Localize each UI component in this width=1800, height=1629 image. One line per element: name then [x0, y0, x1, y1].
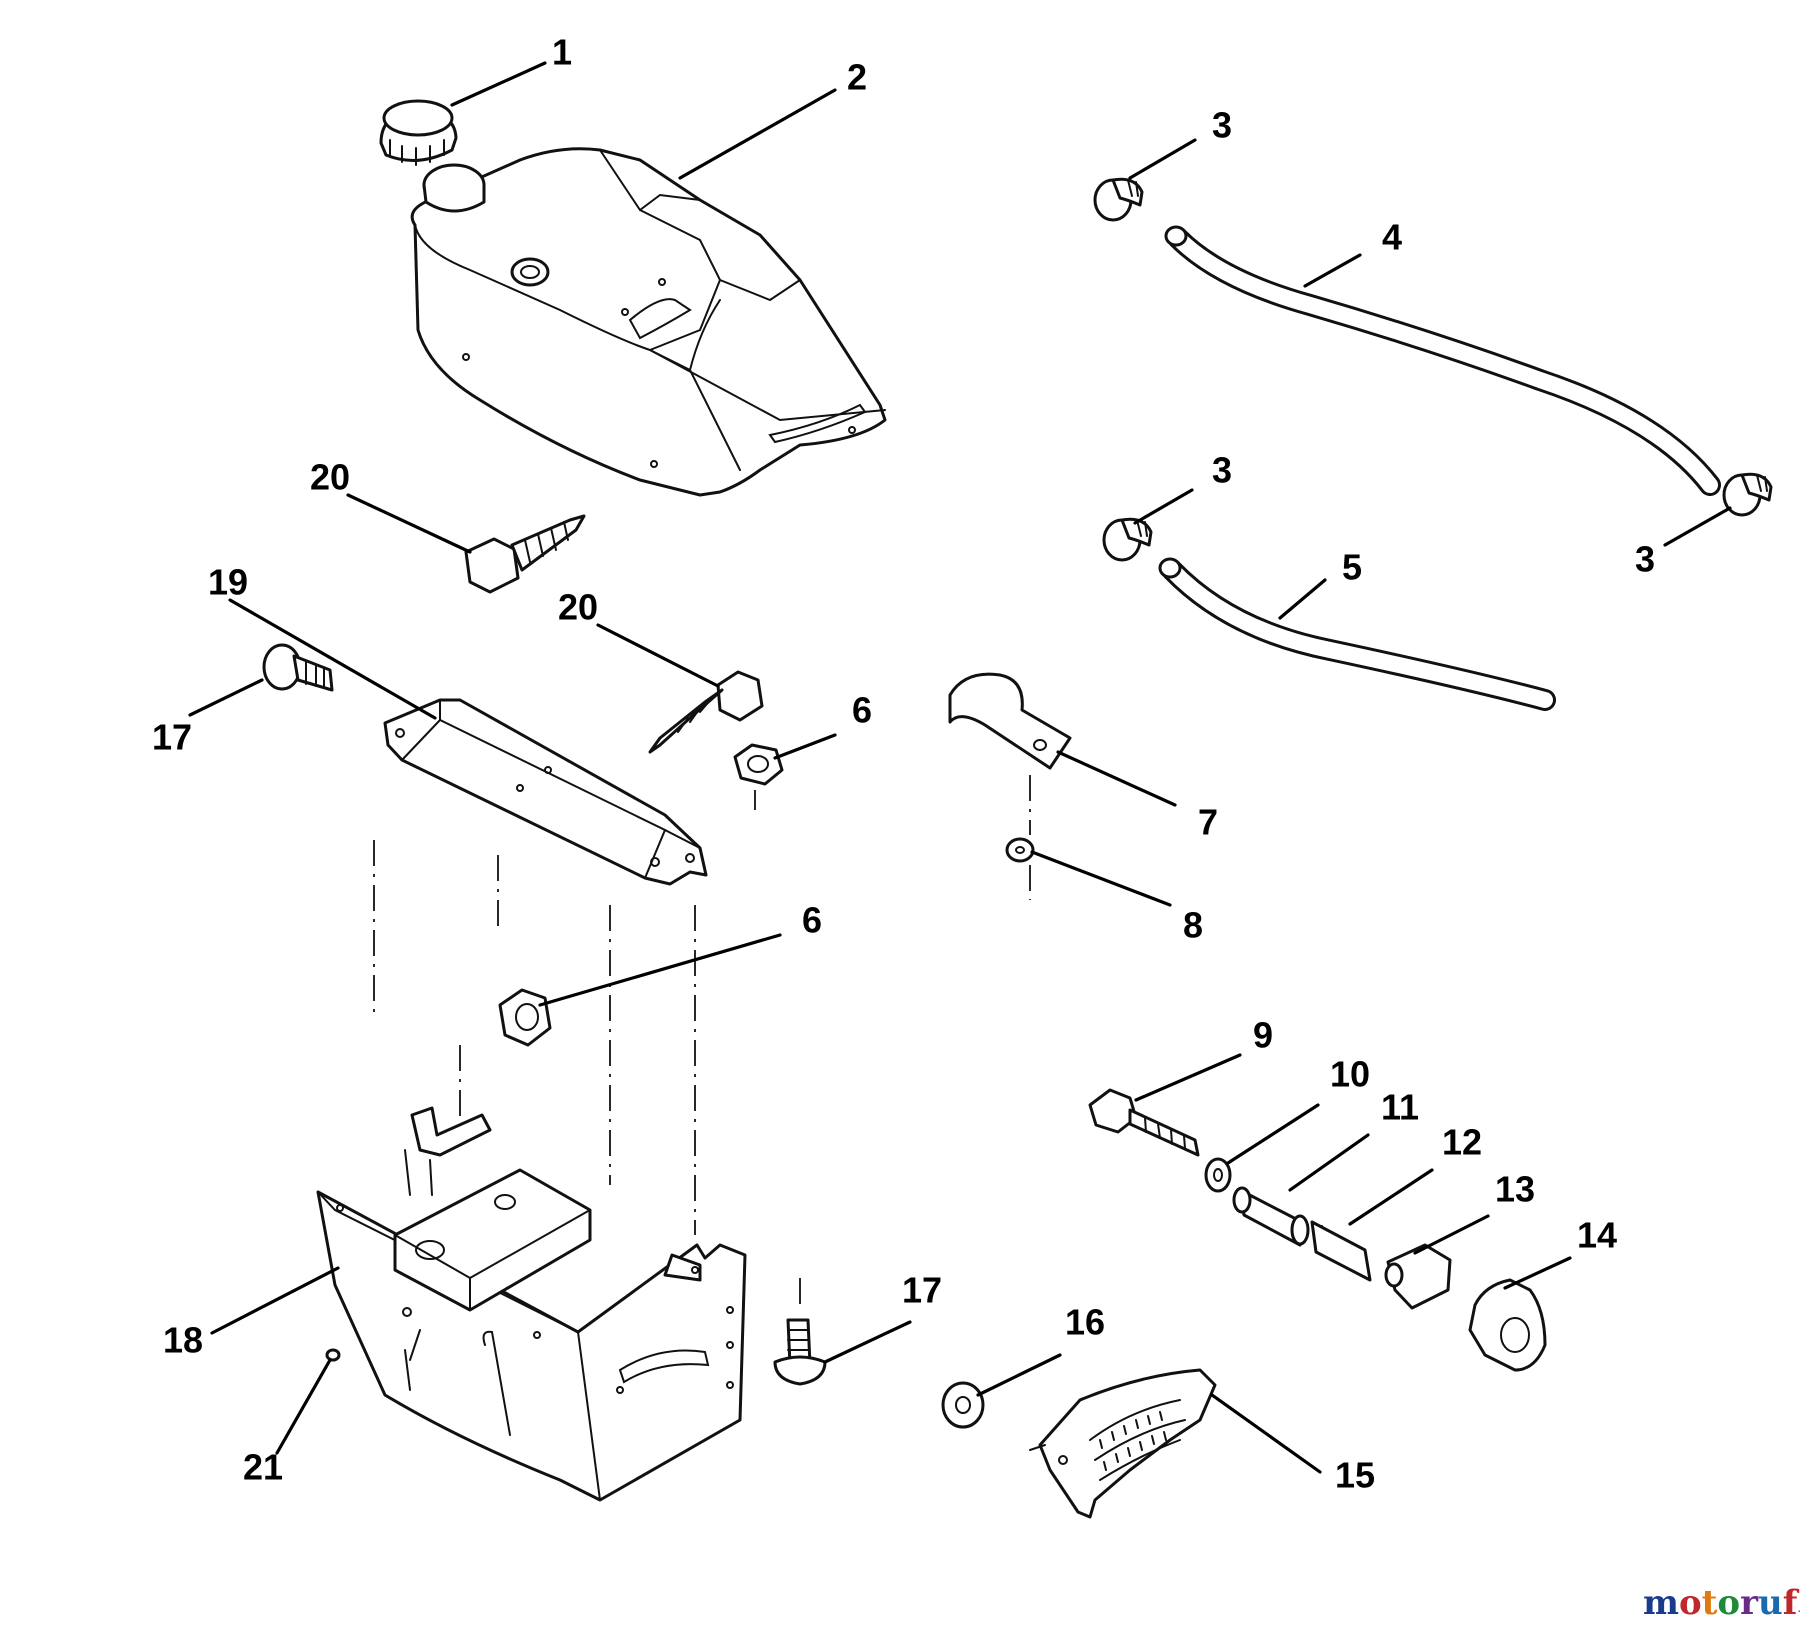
callout-10: 10 [1330, 1054, 1370, 1095]
callout-3c: 3 [1635, 539, 1655, 580]
callout-21: 21 [243, 1447, 283, 1488]
callout-19: 19 [208, 562, 248, 603]
callout-6a: 6 [852, 690, 872, 731]
callout-20b: 20 [558, 587, 598, 628]
screw-21 [325, 1348, 341, 1362]
callout-3a: 3 [1212, 105, 1232, 146]
screw-20-upper [464, 514, 586, 594]
hose-clamp-3a [1093, 177, 1144, 222]
lever-14 [1468, 1278, 1547, 1372]
alignment-lines [373, 775, 1031, 1312]
washer-8 [1005, 837, 1035, 863]
flange-nut-16 [941, 1381, 985, 1429]
bolt-17-lower [773, 1318, 827, 1386]
bolt-17-upper [262, 643, 334, 692]
support-bracket [383, 698, 708, 886]
callout-6b: 6 [802, 900, 822, 941]
callout-7: 7 [1198, 802, 1218, 843]
screw-20-lower [648, 670, 764, 754]
fuel-hose-4 [1164, 225, 1721, 496]
callout-13: 13 [1495, 1169, 1535, 1210]
callout-15: 15 [1335, 1455, 1375, 1496]
callout-11: 11 [1381, 1087, 1419, 1128]
knob-13 [1384, 1243, 1452, 1310]
callout-9: 9 [1253, 1015, 1273, 1056]
callout-2: 2 [847, 57, 867, 98]
spacer-11 [1232, 1186, 1310, 1247]
leader-lines [188, 61, 1732, 1474]
hose-clamp-3b [1102, 517, 1153, 562]
callout-8: 8 [1183, 905, 1203, 946]
callout-20a: 20 [310, 457, 350, 498]
callout-18: 18 [163, 1320, 203, 1361]
fuel-cap [379, 99, 458, 166]
callout-1: 1 [552, 32, 572, 73]
spring-12 [1310, 1220, 1372, 1282]
callout-14: 14 [1577, 1215, 1617, 1256]
fuel-hose-5 [1158, 557, 1556, 711]
callout-labels: 1 2 3 3 3 3 4 5 6 6 7 8 9 10 11 12 13 14… [152, 32, 1655, 1496]
washer-10 [1204, 1157, 1232, 1193]
callout-17a: 17 [152, 717, 192, 758]
hose-clamp-3c [1722, 472, 1773, 517]
fuel-tank [410, 147, 887, 497]
battery-box [316, 1106, 747, 1502]
index-plate-15 [1029, 1368, 1217, 1519]
hose-clip-7 [948, 672, 1072, 770]
callout-5: 5 [1342, 547, 1362, 588]
callout-16: 16 [1065, 1302, 1105, 1343]
callout-3b: 3 [1212, 450, 1232, 491]
callout-17b: 17 [902, 1270, 942, 1311]
bolt-9 [1088, 1088, 1200, 1157]
nut-6-lower [498, 988, 552, 1047]
callout-4: 4 [1382, 217, 1402, 258]
nut-6-upper [733, 743, 784, 786]
watermark-logo: motoruf.de [1643, 1583, 1800, 1623]
watermark-text: motoruf.de [1643, 1583, 1800, 1623]
callout-12: 12 [1442, 1122, 1482, 1163]
